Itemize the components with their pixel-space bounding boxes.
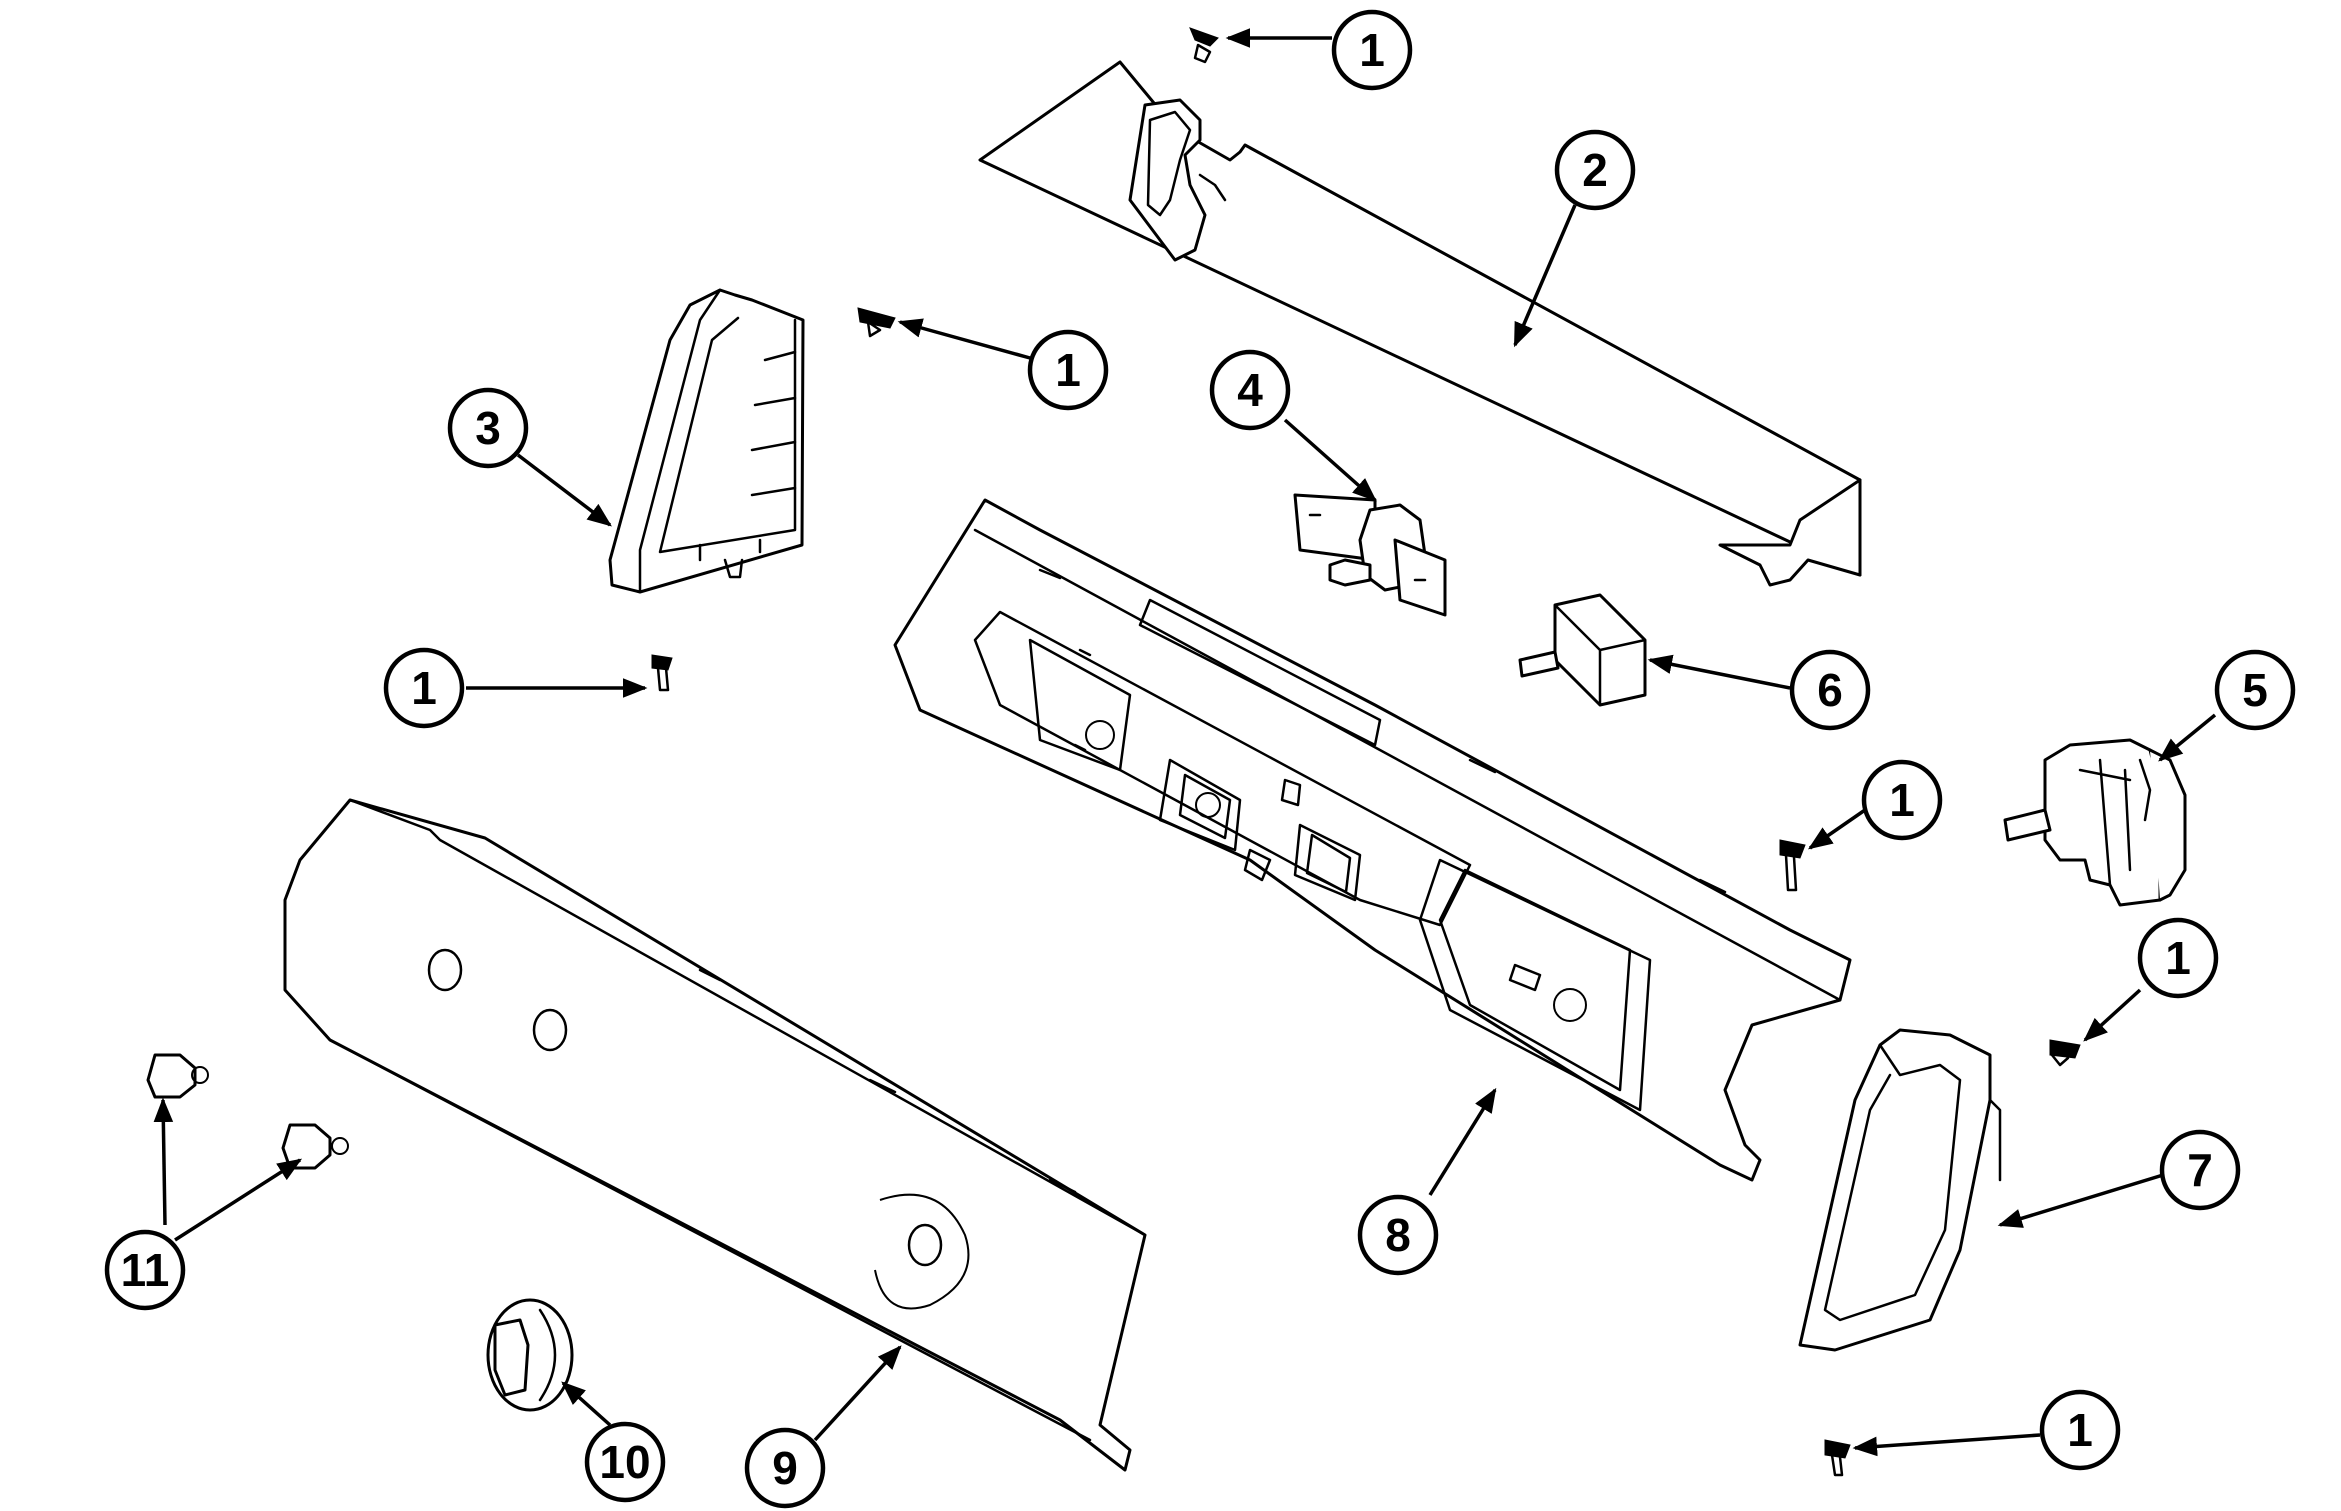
callout-c1c: 1 — [383, 647, 465, 729]
control-panel-part — [893, 498, 1852, 1182]
callout-c3: 3 — [447, 387, 529, 469]
callout-number: 1 — [1055, 344, 1081, 396]
right-end-cap-part — [1798, 1028, 2002, 1352]
callout-number: 8 — [1385, 1209, 1411, 1261]
callout-number: 2 — [1582, 144, 1608, 196]
selector-switch-part — [1518, 593, 1647, 707]
callout-c11: 11 — [104, 1229, 186, 1311]
knob-part — [486, 1298, 574, 1412]
left-end-cap-part — [608, 288, 805, 594]
screw-icon — [1779, 839, 1806, 892]
callout-number: 3 — [475, 402, 501, 454]
callout-number: 9 — [772, 1442, 798, 1494]
callout-c1d: 1 — [1861, 759, 1943, 841]
callout-c5: 5 — [2214, 649, 2296, 731]
callout-c6: 6 — [1789, 649, 1871, 731]
callout-number: 1 — [2067, 1404, 2093, 1456]
callout-number: 1 — [1889, 774, 1915, 826]
callout-c9: 9 — [744, 1427, 826, 1509]
screw-icon — [1824, 1439, 1851, 1477]
callout-c1a: 1 — [1331, 9, 1413, 91]
callout-c1e: 1 — [2137, 917, 2219, 999]
callout-c4: 4 — [1209, 349, 1291, 431]
top-cover-part — [978, 60, 1862, 587]
callout-number: 5 — [2242, 664, 2268, 716]
screw-icon — [2049, 1039, 2081, 1067]
leader-lines — [153, 28, 2217, 1457]
callout-c1f: 1 — [2039, 1389, 2121, 1471]
callout-number: 4 — [1237, 364, 1263, 416]
callout-c8: 8 — [1357, 1194, 1439, 1276]
callout-number: 6 — [1817, 664, 1843, 716]
screw-icon — [1189, 27, 1219, 64]
callout-number: 7 — [2187, 1144, 2213, 1196]
callout-number: 1 — [1359, 24, 1385, 76]
callout-number: 10 — [599, 1436, 650, 1488]
callout-number: 1 — [2165, 932, 2191, 984]
screw-icon — [857, 307, 896, 338]
callout-c1b: 1 — [1027, 329, 1109, 411]
push-buttons-part — [146, 1053, 349, 1170]
front-panel-part — [283, 798, 1147, 1472]
timer-part — [2003, 738, 2187, 907]
callout-number: 11 — [121, 1244, 170, 1296]
callout-c7: 7 — [2159, 1129, 2241, 1211]
callout-number: 1 — [411, 662, 437, 714]
callout-c10: 10 — [584, 1421, 666, 1503]
callout-c2: 2 — [1554, 129, 1636, 211]
screw-icon — [651, 654, 673, 692]
switch-assembly-part — [1293, 493, 1447, 617]
